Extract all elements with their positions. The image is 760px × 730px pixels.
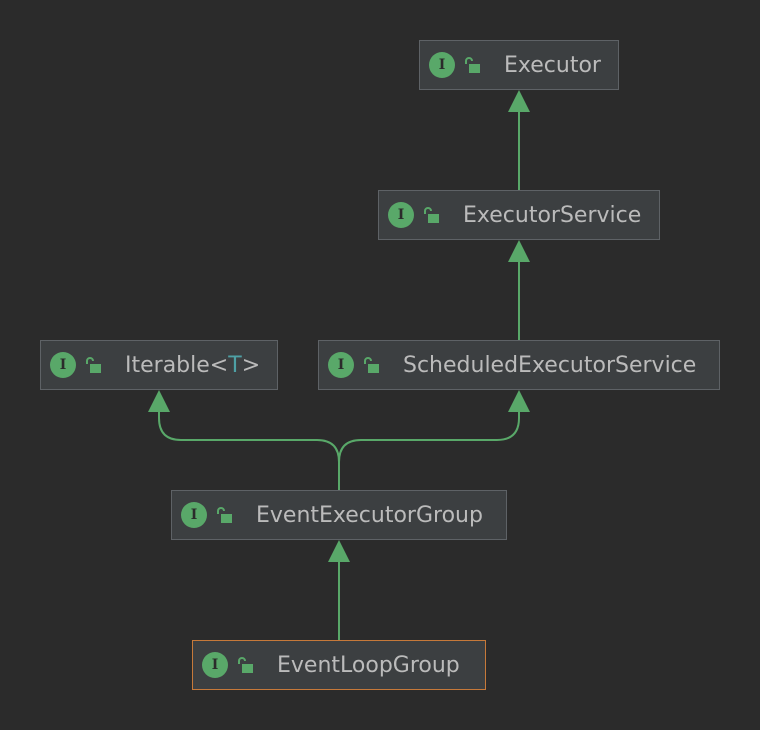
interface-icon: I (429, 52, 455, 78)
unlocked-icon (86, 357, 101, 373)
type-name: Iterable (125, 353, 210, 378)
node-label: ScheduledExecutorService (403, 353, 697, 378)
interface-icon: I (328, 352, 354, 378)
node-executor[interactable]: I Executor (419, 40, 619, 90)
node-event-executor-group[interactable]: I EventExecutorGroup (171, 490, 507, 540)
arrowhead-scheduled (508, 390, 530, 412)
generic-open: < (209, 353, 229, 378)
arrowhead-eventexecutorgroup (328, 540, 350, 562)
node-scheduled-executor-service[interactable]: I ScheduledExecutorService (318, 340, 720, 390)
edge-eventexecutorgroup-to-scheduled (338, 410, 520, 490)
unlocked-icon (238, 657, 253, 673)
unlocked-icon (217, 507, 232, 523)
interface-icon: I (388, 202, 414, 228)
edge-eventexecutorgroup-to-iterable (158, 410, 340, 490)
node-label: Executor (504, 53, 601, 78)
node-label: EventExecutorGroup (256, 503, 483, 528)
node-iterable[interactable]: I Iterable<T> (40, 340, 278, 390)
node-label: EventLoopGroup (277, 653, 460, 678)
node-executor-service[interactable]: I ExecutorService (378, 190, 660, 240)
arrowhead-executorservice (508, 240, 530, 262)
arrowhead-executor (508, 90, 530, 112)
type-parameter: T (228, 353, 242, 378)
node-label: Iterable<T> (125, 352, 260, 380)
arrowhead-iterable (148, 390, 170, 412)
unlocked-icon (424, 207, 439, 223)
node-event-loop-group[interactable]: I EventLoopGroup (192, 640, 486, 690)
interface-icon: I (202, 652, 228, 678)
interface-icon: I (50, 352, 76, 378)
unlocked-icon (364, 357, 379, 373)
node-label: ExecutorService (463, 203, 642, 228)
unlocked-icon (465, 57, 480, 73)
interface-icon: I (181, 502, 207, 528)
generic-close: > (241, 353, 261, 378)
